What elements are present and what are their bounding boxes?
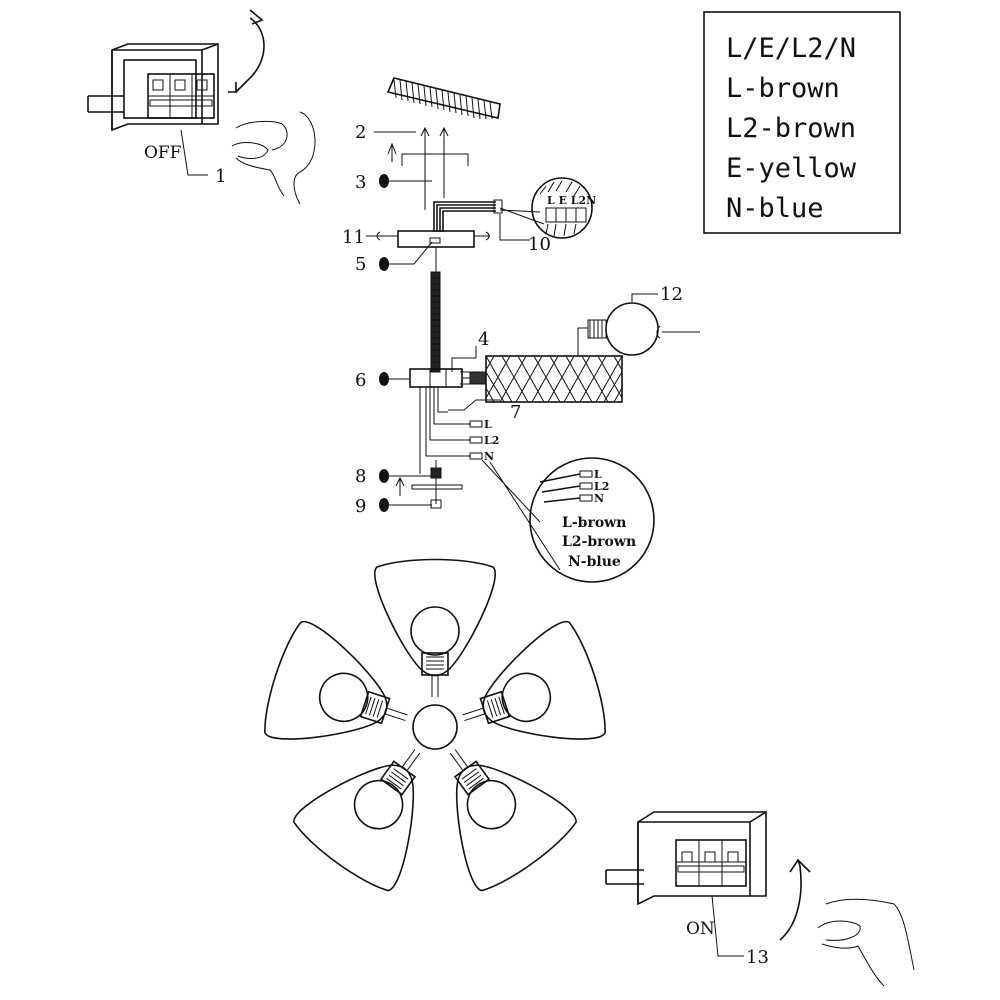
screw-icon xyxy=(379,372,410,386)
mounting-bracket xyxy=(387,126,469,210)
lamp-wires xyxy=(419,387,500,474)
bottom-finial xyxy=(395,460,463,509)
callout-6: 6 xyxy=(355,370,366,391)
legend-line-5: N-blue xyxy=(726,193,824,224)
screw-icon xyxy=(379,469,432,483)
off-label: OFF xyxy=(144,143,182,163)
legend-line-4: E-yellow xyxy=(726,153,857,184)
wire-l: L xyxy=(484,418,492,431)
callout-2: 2 xyxy=(355,122,366,143)
suspension-cable xyxy=(430,247,441,373)
callout-10: 10 xyxy=(528,234,551,255)
callout-7: 7 xyxy=(510,402,521,423)
wire-color-legend: L/E/L2/N L-brown L2-brown E-yellow N-blu… xyxy=(703,11,901,234)
zoom-line-2: L2-brown xyxy=(562,534,636,550)
screw-icon xyxy=(379,174,432,188)
callout-13: 13 xyxy=(746,947,769,968)
terminal-letters: L E L2N xyxy=(547,194,596,207)
curved-arrow-icon xyxy=(235,17,265,93)
breaker-switch-on: ON 13 xyxy=(605,811,915,987)
chandelier-top-view xyxy=(256,558,614,899)
wire-zoom-detail: L L2 N L-brown L2-brown N-blue xyxy=(481,457,655,583)
wire-l2: L2 xyxy=(484,434,499,447)
wire-n: N xyxy=(484,450,494,463)
screw-icon xyxy=(379,241,433,271)
hand-icon xyxy=(231,111,316,205)
callout-12: 12 xyxy=(660,284,683,305)
zoom-line-1: L-brown xyxy=(562,515,626,531)
callout-4: 4 xyxy=(478,329,489,350)
callout-8: 8 xyxy=(355,466,366,487)
mesh-shade xyxy=(462,355,623,403)
zoom-l2: L2 xyxy=(594,480,609,493)
curved-arrow-icon xyxy=(779,859,802,941)
breaker-switch-off: OFF 1 xyxy=(87,9,316,205)
canopy-plate xyxy=(376,230,490,248)
legend-line-3: L2-brown xyxy=(726,113,856,144)
ceiling-hatch xyxy=(386,77,501,120)
hand-icon xyxy=(817,898,915,987)
terminal-wiring: L E L2N xyxy=(433,177,596,239)
light-bulb-icon xyxy=(577,293,700,356)
zoom-line-3: N-blue xyxy=(568,554,621,570)
zoom-l: L xyxy=(594,468,602,481)
callout-1: 1 xyxy=(215,166,226,187)
screw-icon xyxy=(379,498,432,512)
legend-line-1: L/E/L2/N xyxy=(726,33,856,64)
on-label: ON xyxy=(686,919,715,939)
legend-line-2: L-brown xyxy=(726,73,840,104)
zoom-n: N xyxy=(594,492,604,505)
callout-5: 5 xyxy=(355,254,366,275)
callout-9: 9 xyxy=(355,496,366,517)
callout-3: 3 xyxy=(355,172,366,193)
callout-11: 11 xyxy=(342,227,365,248)
